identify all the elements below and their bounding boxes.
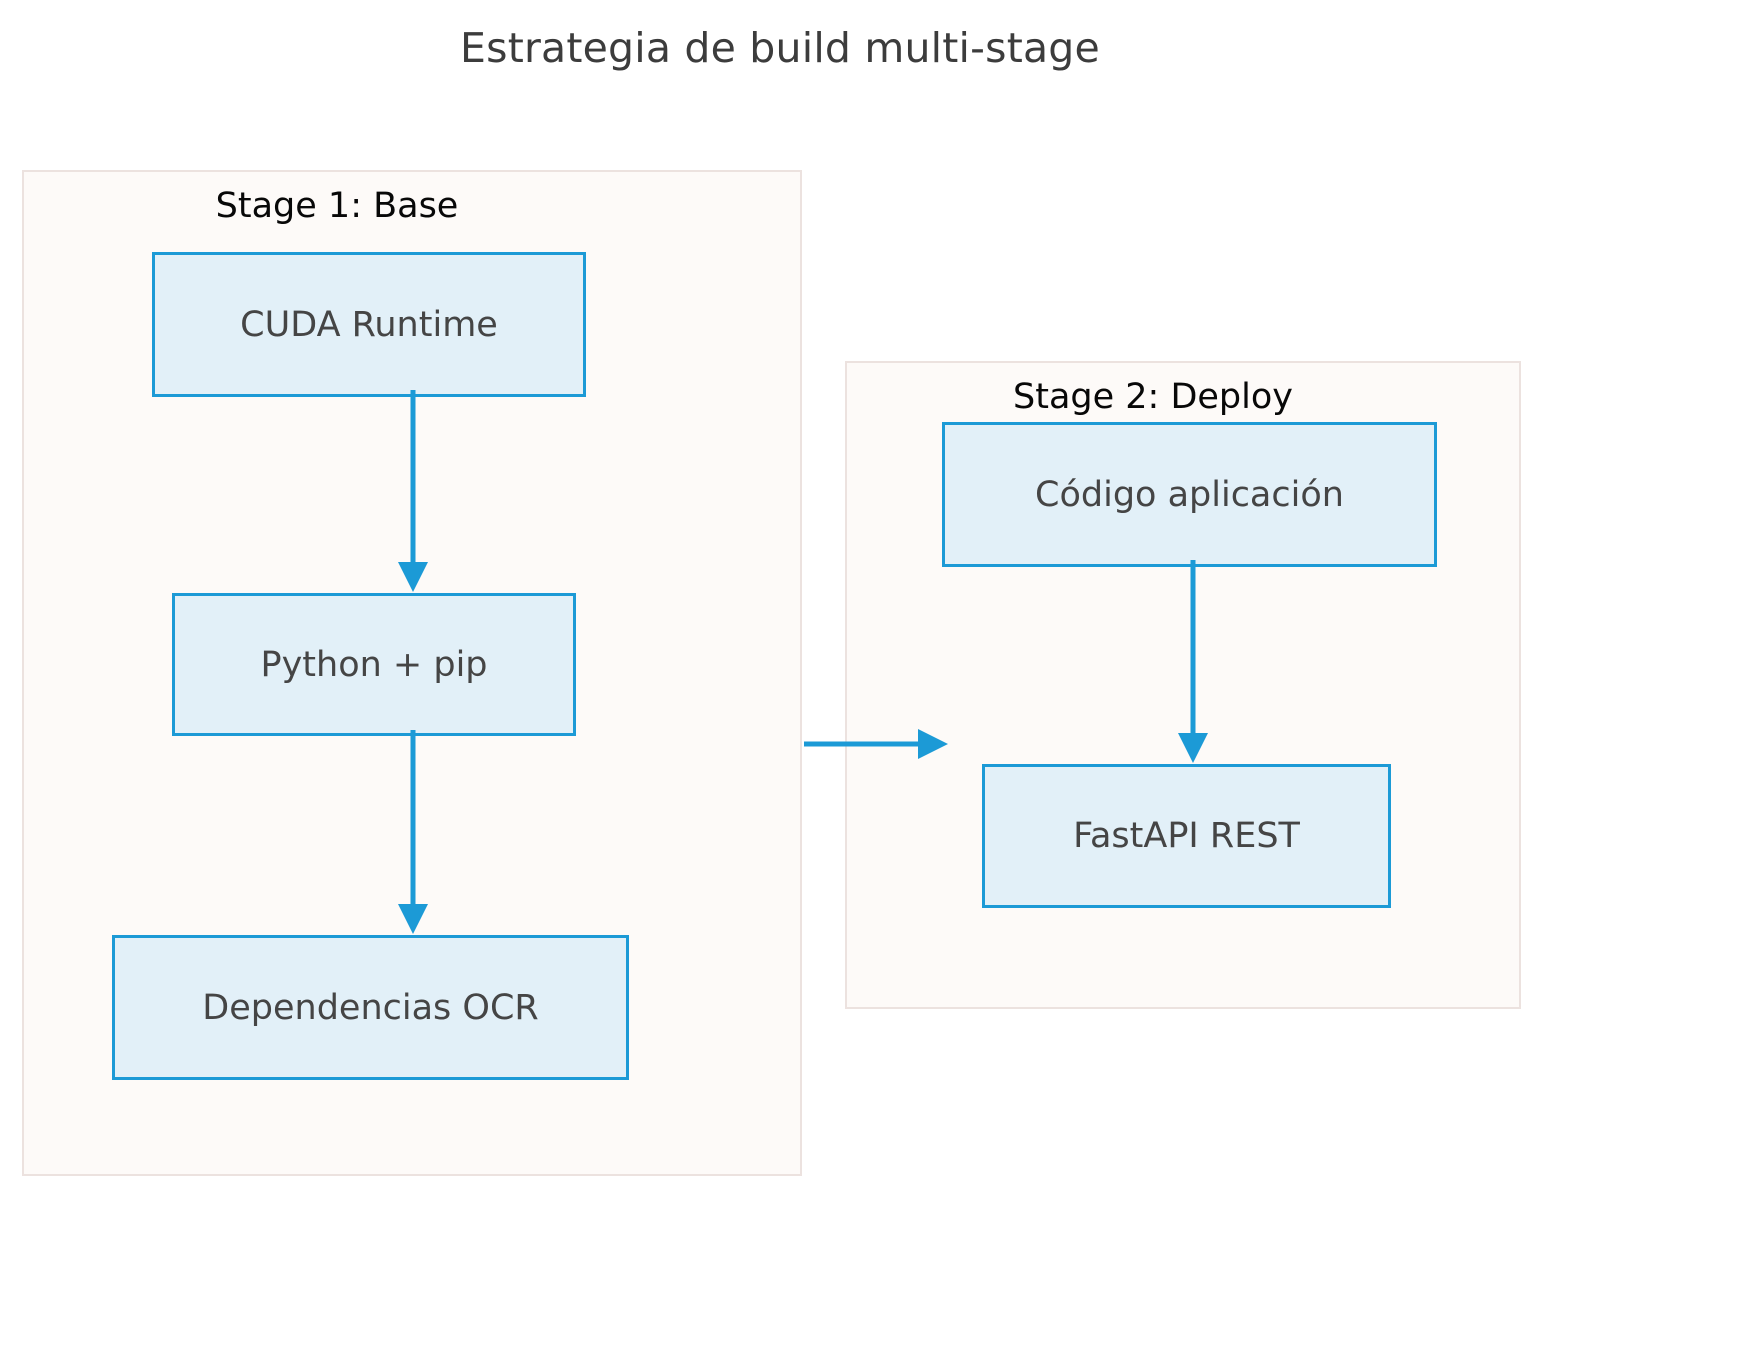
stage-label-deploy: Stage 2: Deploy [1013, 377, 1293, 417]
node-fastapi-rest[interactable]: FastAPI REST [982, 764, 1391, 908]
node-dependencias-ocr[interactable]: Dependencias OCR [112, 935, 629, 1080]
stage-label-base: Stage 1: Base [215, 186, 459, 226]
node-python-pip[interactable]: Python + pip [172, 593, 576, 736]
page-title: Estrategia de build multi-stage [460, 24, 1100, 72]
node-codigo-aplicacion[interactable]: Código aplicación [942, 422, 1437, 567]
node-cuda-runtime[interactable]: CUDA Runtime [152, 252, 586, 397]
